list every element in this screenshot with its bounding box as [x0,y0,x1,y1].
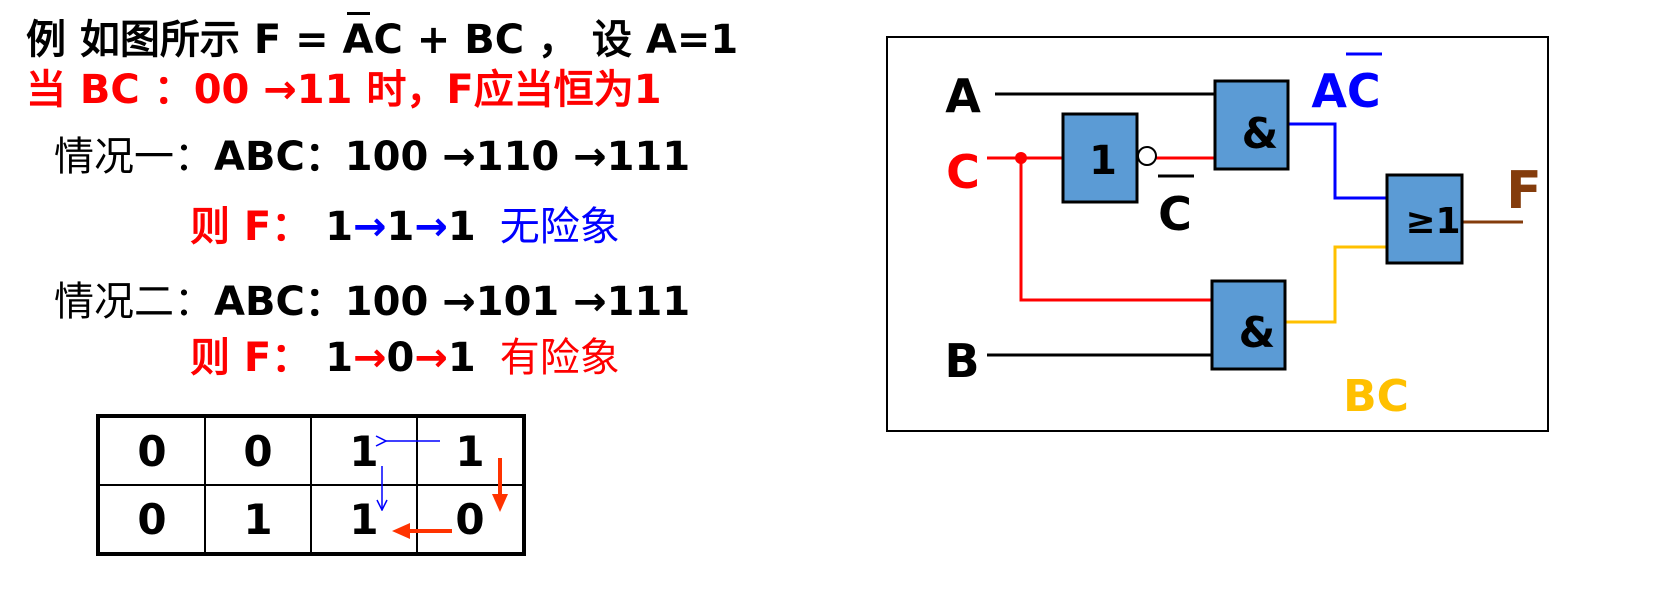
case1-arrow: → [414,204,448,250]
and-gate-top-label: & [1242,109,1279,158]
input-c-label: C [946,145,980,199]
circuit-frame [886,36,1549,432]
kmap-row: 0 1 1 0 [97,484,525,555]
case2-label: 情况二： [54,279,214,325]
case1-value: 1 [386,204,415,250]
kmap-row: 0 0 1 1 [97,415,525,486]
not-gate-label: 1 [1089,138,1117,184]
case2-arrow: → [353,335,387,381]
case2-f-prefix: 则 F： [190,335,326,381]
case2-value: 0 [386,335,415,381]
intro-ac-a: A [342,12,374,63]
kmap-cell: 0 [97,484,206,555]
case1-value: 1 [325,204,354,250]
or-gate [1385,173,1464,265]
ac-label: AC [1311,64,1380,118]
case2-line: 情况二：ABC：100 →101 →111 [54,282,690,322]
case1-label: 情况一： [54,134,214,180]
and-gate-top [1213,79,1290,171]
output-f-label: F [1506,161,1542,221]
and-gate-bottom [1210,279,1287,371]
input-b-label: B [944,334,979,388]
case2-verdict: 有险象 [499,335,620,381]
not-c-label: C [1158,187,1192,241]
case1-value: 1 [447,204,476,250]
case2-value: 1 [325,335,354,381]
case1-line: 情况一：ABC：100 →110 →111 [54,137,690,177]
not-gate [1061,112,1139,204]
kmap-cell: 0 [97,415,206,486]
wire-bc [1286,245,1387,324]
condition-line: 当 BC ：00 →11 时，F应当恒为1 [26,67,662,113]
case1-f-prefix: 则 F： [190,204,326,250]
kmap-arrow-case2-down-head [492,494,508,512]
kmap-cell: 0 [204,415,312,486]
case1-arrow: → [353,204,387,250]
kmap-cell: 1 [310,415,418,486]
kmap-cell: 1 [416,415,525,486]
case1-seq: ABC：100 →110 →111 [214,134,691,180]
case2-seq: ABC：100 →101 →111 [214,279,691,325]
case2-arrow: → [414,335,448,381]
and-gate-bottom-label: & [1239,308,1276,357]
intro-ac-c: C [373,17,403,63]
case1-verdict: 无险象 [499,204,620,250]
input-a-label: A [945,69,981,123]
karnaugh-map: 0 0 1 1 0 1 1 0 [96,414,526,556]
bc-label: BC [1343,371,1409,422]
inversion-bubble [1137,146,1157,166]
kmap-cell: 1 [310,484,418,555]
kmap-arrow-case2-left-head [392,523,410,539]
kmap-cell: 1 [204,484,312,555]
case2-value: 1 [447,335,476,381]
or-gate-label: ≥1 [1405,201,1460,242]
intro-rest: + BC ， 设 A=1 [402,17,739,63]
intro-line: 例 如图所示 F = AC + BC ， 设 A=1 [26,12,739,63]
intro-prefix: 例 如图所示 F = [26,17,343,63]
wire-ac [1288,122,1387,200]
wire-c-branch [1019,158,1212,302]
